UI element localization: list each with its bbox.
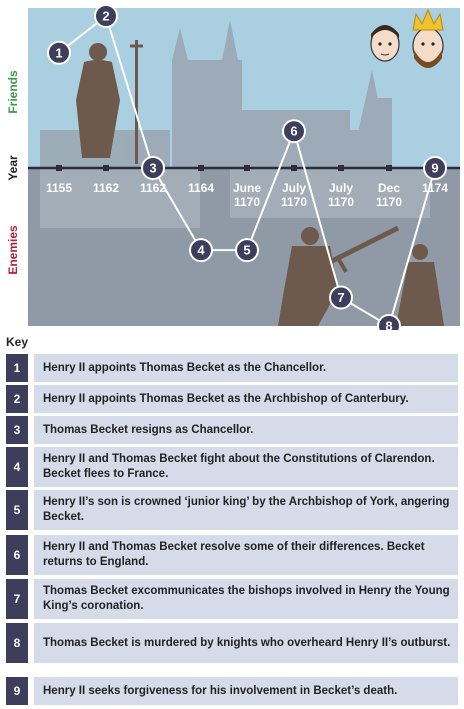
event-node xyxy=(282,119,306,144)
key-item-number: 3 xyxy=(6,416,28,444)
ground-buildings xyxy=(40,168,430,228)
event-node xyxy=(377,314,401,330)
becket-face-icon xyxy=(370,25,400,62)
date-label: 1162 xyxy=(93,181,119,195)
event-node-label: 9 xyxy=(431,161,438,176)
event-node xyxy=(141,156,165,180)
enemies-axis-label: Enemies xyxy=(6,225,20,275)
key-title: Key xyxy=(6,335,29,349)
date-label: 1170 xyxy=(328,195,354,209)
key-item-number: 7 xyxy=(6,579,28,619)
key-item-text: Henry II seeks forgiveness for his invol… xyxy=(34,677,458,705)
event-nodes: 1 2 3 4 5 6 7 8 9 xyxy=(47,4,447,331)
kneeling-figure-icon xyxy=(396,244,444,326)
date-label: 1155 xyxy=(46,181,72,195)
henry-crowned-face-icon xyxy=(412,8,444,68)
friends-axis-label: Friends xyxy=(6,70,20,114)
key-item-text: Henry II appoints Thomas Becket as the C… xyxy=(34,354,458,382)
event-node-label: 7 xyxy=(337,290,344,305)
key-item-text: Henry II and Thomas Becket fight about t… xyxy=(34,447,458,487)
cathedral-silhouette xyxy=(40,20,392,168)
key-item-number: 6 xyxy=(6,535,28,575)
key-item-number: 8 xyxy=(6,623,28,663)
event-node-label: 5 xyxy=(243,243,250,258)
key-item-text: Thomas Becket excommunicates the bishops… xyxy=(34,579,458,619)
key-item-text: Thomas Becket resigns as Chancellor. xyxy=(34,416,458,444)
event-node xyxy=(329,285,353,310)
key-item-text: Thomas Becket is murdered by knights who… xyxy=(34,623,458,663)
axis-tick xyxy=(338,165,344,171)
date-label: July xyxy=(282,181,306,195)
event-node xyxy=(94,4,118,28)
event-node xyxy=(423,156,447,180)
axis-tick xyxy=(291,165,297,171)
key-item-number: 9 xyxy=(6,677,28,705)
key-item-text: Henry II appoints Thomas Becket as the A… xyxy=(34,385,458,413)
relationship-timeline: Friends Year Enemies 1155 1162 1162 1164 Jun… xyxy=(6,4,460,331)
date-label: 1174 xyxy=(422,181,448,195)
date-label: 1162 xyxy=(140,181,166,195)
date-label: 1170 xyxy=(281,195,307,209)
axis-tick xyxy=(386,165,392,171)
event-node xyxy=(235,238,259,263)
event-node-label: 4 xyxy=(197,243,205,258)
key-item-number: 5 xyxy=(6,490,28,530)
year-axis-label: Year xyxy=(6,155,20,181)
axis-tick xyxy=(103,165,109,171)
key-item-number: 4 xyxy=(6,447,28,487)
event-node-label: 1 xyxy=(55,45,62,60)
key-item-number: 1 xyxy=(6,354,28,382)
date-label: 1164 xyxy=(188,181,214,195)
key-item-text: Henry II and Thomas Becket resolve some … xyxy=(34,535,458,575)
archbishop-silhouette-icon xyxy=(76,40,143,164)
date-label: 1170 xyxy=(234,195,260,209)
date-label: Dec xyxy=(378,181,400,195)
date-label: June xyxy=(233,181,261,195)
key-item-number: 2 xyxy=(6,385,28,413)
event-node-label: 6 xyxy=(290,124,297,139)
key-item-text: Henry II’s son is crowned ‘junior king’ … xyxy=(34,490,458,530)
event-node-label: 2 xyxy=(102,9,109,24)
knight-silhouette-icon xyxy=(278,225,400,326)
axis-tick xyxy=(56,165,62,171)
event-node-label: 8 xyxy=(385,319,392,331)
axis-tick xyxy=(198,165,204,171)
event-node-label: 3 xyxy=(149,161,156,176)
date-label: 1170 xyxy=(376,195,402,209)
axis-tick xyxy=(244,165,250,171)
date-label: July xyxy=(329,181,353,195)
event-node xyxy=(189,238,213,263)
event-node xyxy=(47,40,71,65)
